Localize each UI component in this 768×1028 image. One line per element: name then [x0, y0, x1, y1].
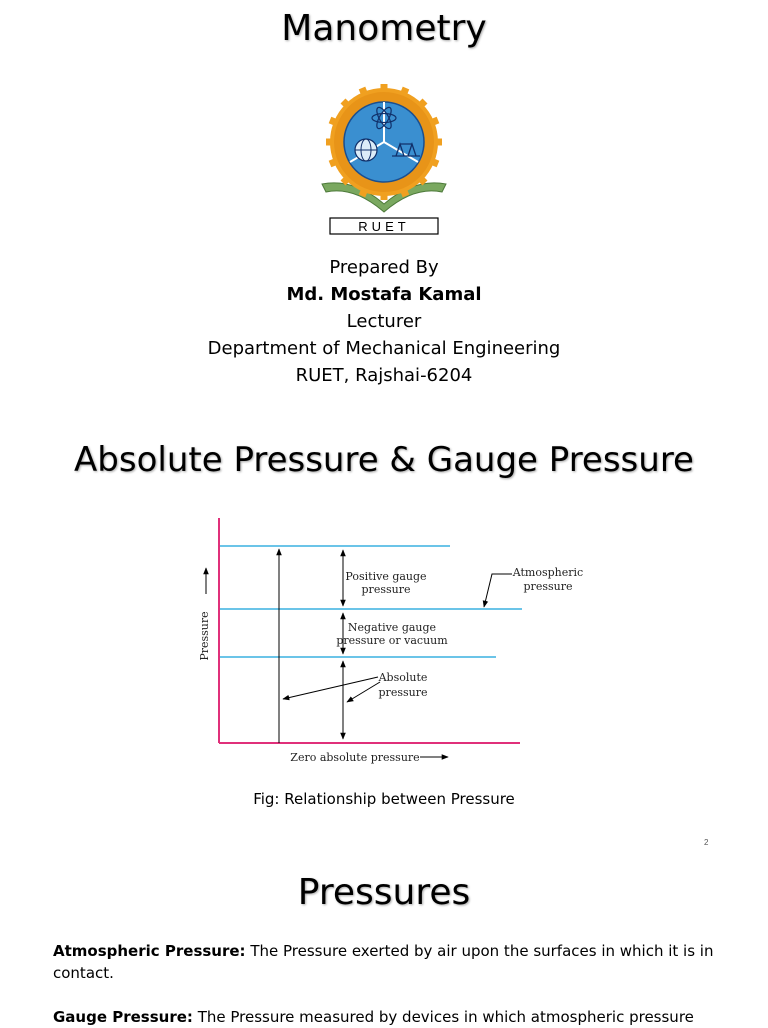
definition-term: Gauge Pressure:	[53, 1008, 193, 1026]
negative-gauge-label-line1: Negative gauge	[348, 621, 436, 634]
prepared-by-label: Prepared By	[329, 257, 439, 278]
positive-gauge-label-line2: pressure	[362, 583, 411, 596]
slide-title: Absolute Pressure & Gauge Pressure	[74, 440, 694, 480]
pressure-diagram: Pressure Zero absolute pressure Positive…	[198, 518, 583, 764]
definition-gauge: Gauge Pressure: The Pressure measured by…	[53, 1006, 723, 1028]
title-slide: Manometry	[0, 0, 768, 410]
atmospheric-pointer	[482, 573, 512, 608]
slide-title: Pressures	[297, 872, 471, 913]
author-name: Md. Mostafa Kamal	[286, 284, 482, 305]
figure-caption: Fig: Relationship between Pressure	[253, 790, 515, 808]
ruet-logo: RUET	[314, 80, 454, 240]
absolute-pointer-left	[282, 676, 379, 701]
absolute-pointer-right	[346, 681, 381, 703]
author-department: Department of Mechanical Engineering	[207, 338, 561, 359]
pressure-slide: Absolute Pressure & Gauge Pressure Press…	[0, 410, 768, 850]
pressures-slide: Pressures Atmospheric Pressure: The Pres…	[0, 850, 768, 1026]
positive-gauge-label-line1: Positive gauge	[345, 570, 426, 583]
absolute-label-line1: Absolute	[378, 671, 428, 684]
x-axis-label: Zero absolute pressure	[290, 751, 419, 764]
absolute-label-line2: pressure	[379, 686, 428, 699]
atmospheric-label-line1: Atmospheric	[512, 566, 583, 579]
definition-term: Atmospheric Pressure:	[53, 942, 246, 960]
atmospheric-label-line2: pressure	[524, 580, 573, 593]
slide-title: Manometry	[281, 8, 487, 49]
negative-gauge-label-line2: pressure or vacuum	[336, 634, 448, 647]
author-info: Prepared By Md. Mostafa Kamal Lecturer D…	[0, 254, 768, 389]
definition-atmospheric: Atmospheric Pressure: The Pressure exert…	[53, 940, 723, 984]
page-number: 2	[704, 838, 709, 847]
definition-text: The Pressure exerted by air upon the sur…	[53, 942, 714, 982]
definition-text: The Pressure measured by devices in whic…	[192, 1008, 694, 1026]
author-address: RUET, Rajshai-6204	[295, 365, 473, 386]
author-position: Lecturer	[346, 311, 422, 332]
ruet-logo-graphic: RUET	[321, 84, 447, 235]
y-axis-label: Pressure	[198, 611, 211, 660]
logo-text: RUET	[358, 219, 409, 234]
